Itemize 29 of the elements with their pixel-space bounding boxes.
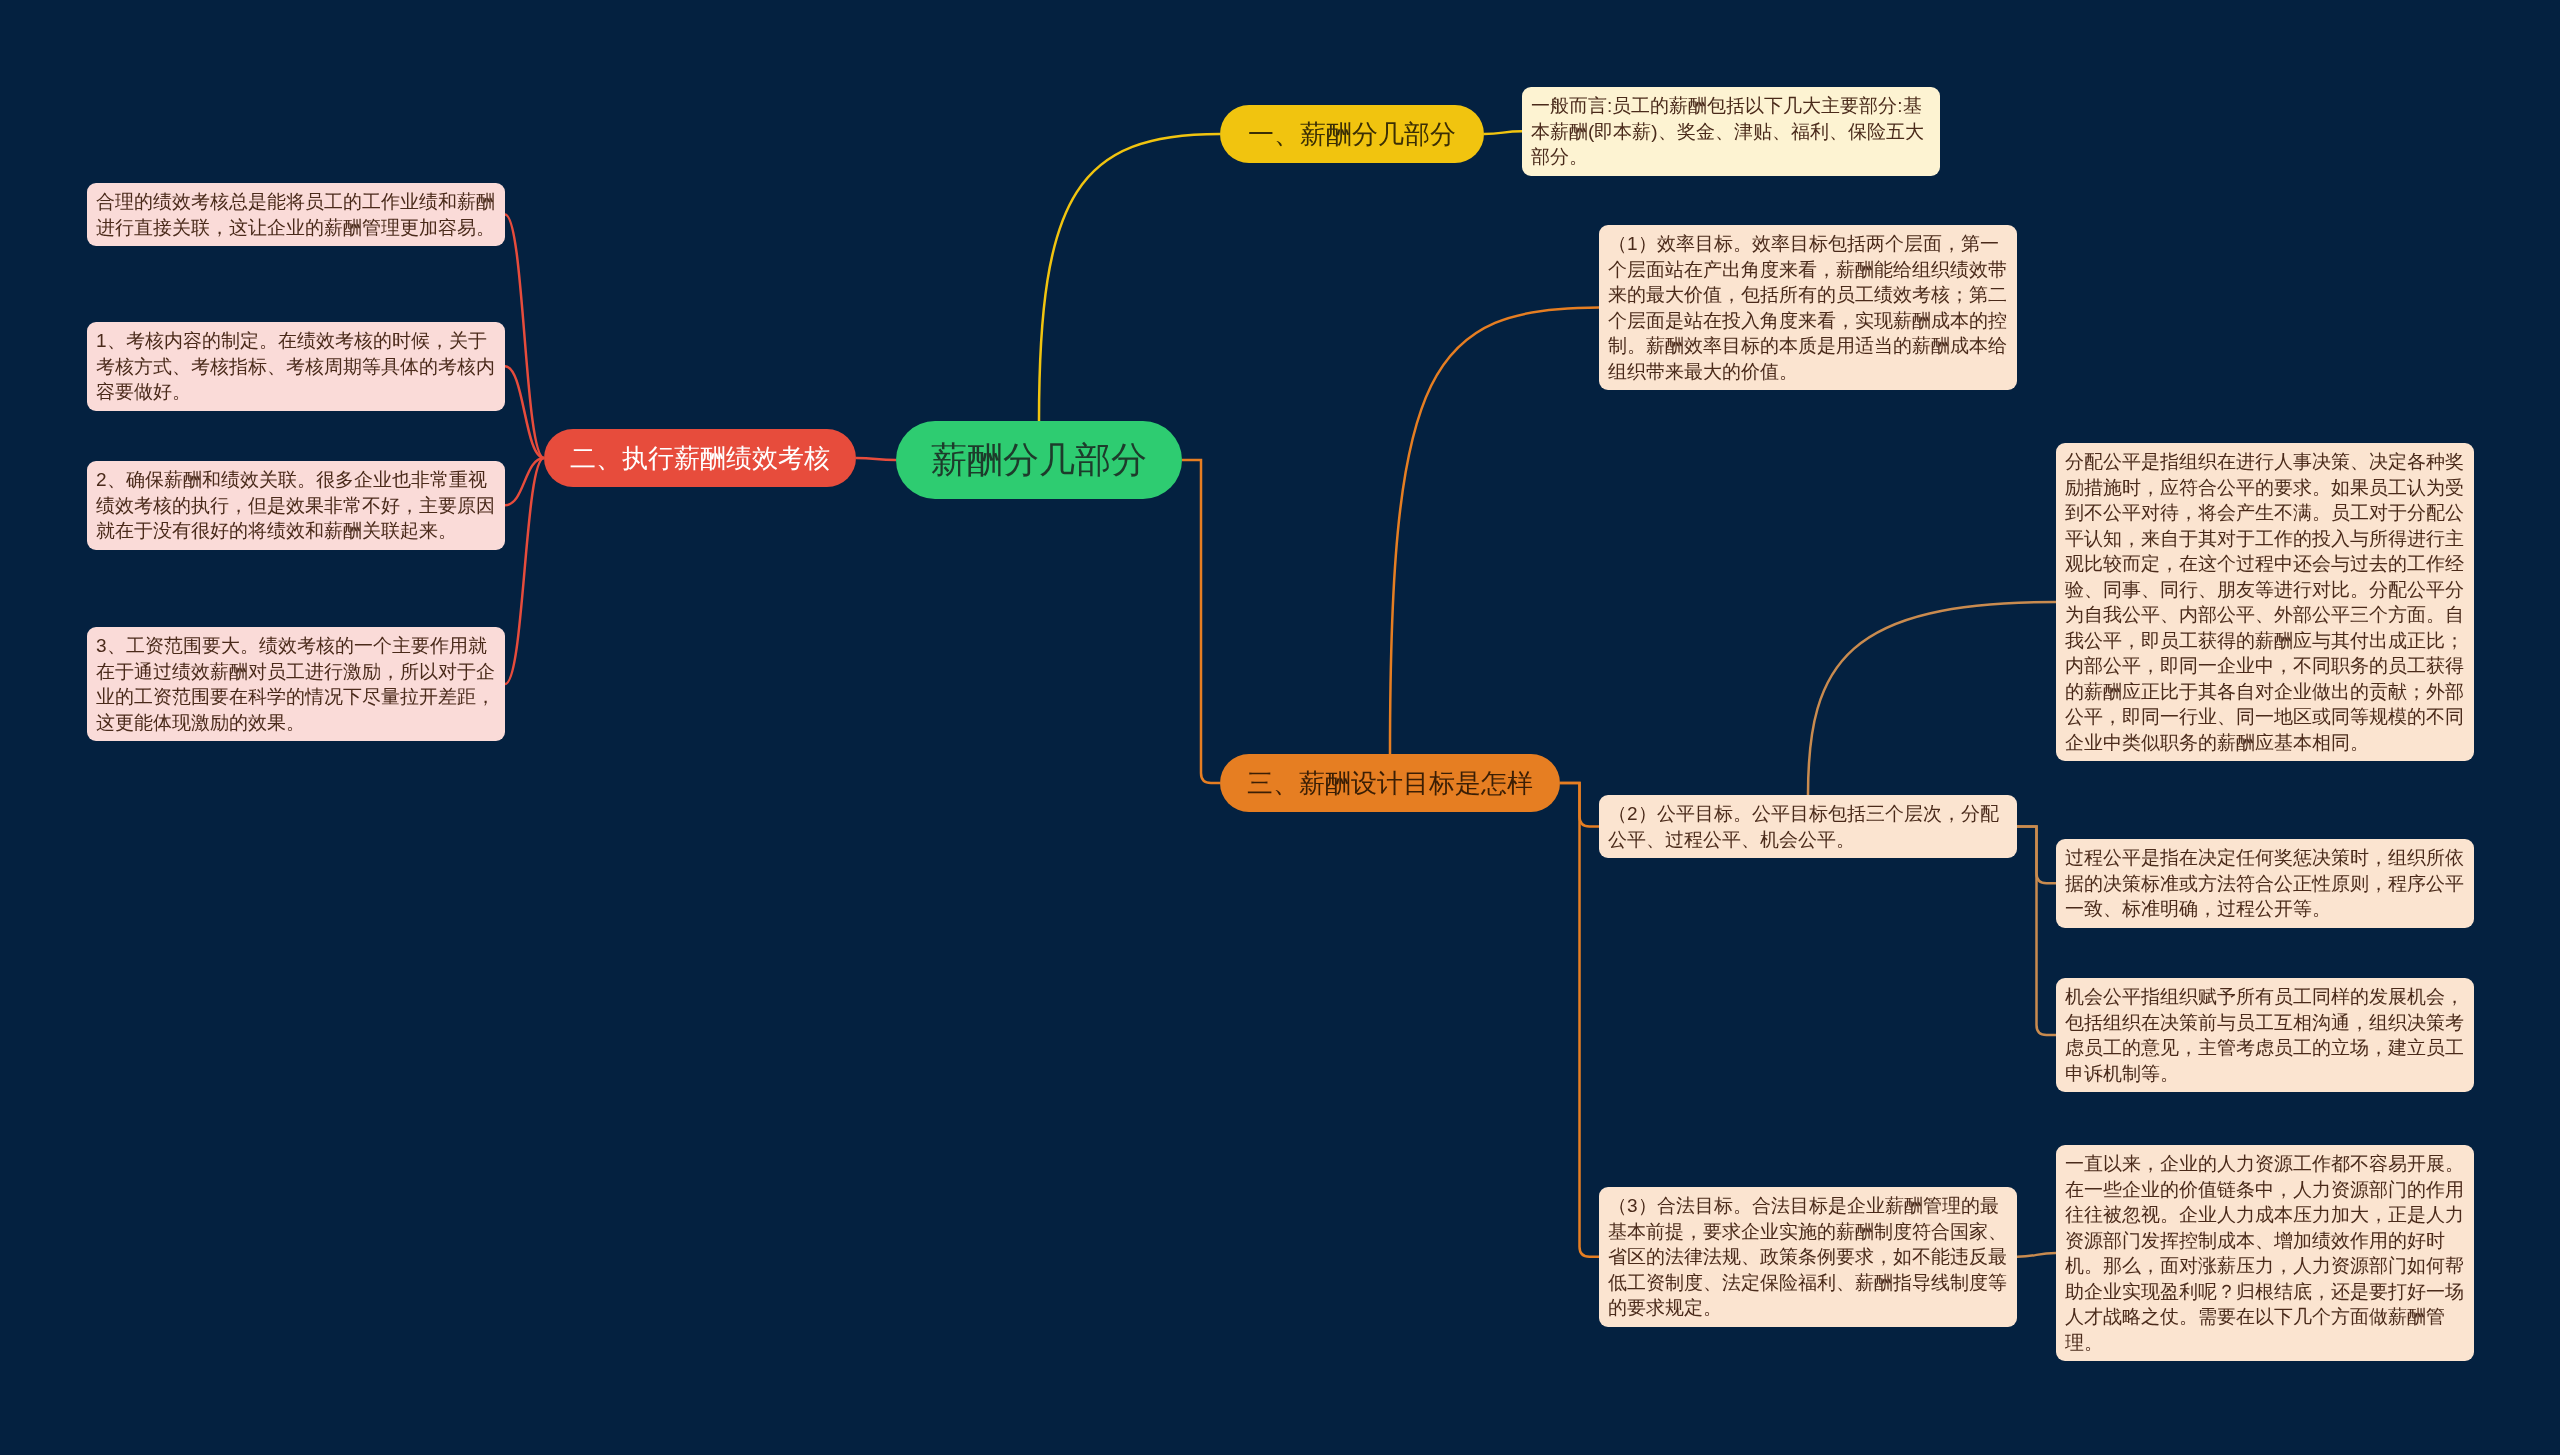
text-card: （3）合法目标。合法目标是企业薪酬管理的最基本前提，要求企业实施的薪酬制度符合国家、省区的法律法规、政策条例要求，如不能违反最低工资制度、法定保险福利、薪酬指导线制度等的要求规定。 — [1599, 1187, 2017, 1327]
branch-topic: 一、薪酬分几部分 — [1220, 105, 1484, 163]
text-card: （1）效率目标。效率目标包括两个层面，第一个层面站在产出角度来看，薪酬能给组织绩效带来的最大价值，包括所有的员工绩效考核；第二个层面是站在投入角度来看，实现薪酬成本的控制。薪酬效率目标的本质是用适当的薪酬成本给组织带来最大的价值。 — [1599, 225, 2017, 390]
connector-line — [504, 456, 545, 507]
text-card: 分配公平是指组织在进行人事决策、决定各种奖励措施时，应符合公平的要求。如果员工认为受到不公平对待，将会产生不满。员工对于分配公平认知，来自于其对于工作的投入与所得进行主观比较而定，在这个过程中还会与过去的工作经验、同事、同行、朋友等进行对比。分配公平分为自我公平、内部公平、外部公平三个方面。自我公平，即员工获得的薪酬应与其付出成正比；内部公平，即同一企业中，不同职务的员工获得的薪酬应正比于其各自对企业做出的贡献；外部公平，即同一行业、同一地区或同等规模的不同企业中类似职务的薪酬应基本相同。 — [2056, 443, 2474, 761]
connector-line — [856, 456, 896, 462]
connector-line — [1806, 600, 2057, 796]
text-card: 3、工资范围要大。绩效考核的一个主要作用就在于通过绩效薪酬对员工进行激励，所以对于企业的工资范围要在科学的情况下尽量拉开差距，这更能体现激励的效果。 — [87, 627, 505, 741]
connector-line — [504, 213, 545, 459]
text-card: 一直以来，企业的人力资源工作都不容易开展。在一些企业的价值链条中，人力资源部门的作用往往被忽视。企业人力成本压力加大，正是人力资源部门发挥控制成本、增加绩效作用的好时机。那么，面对涨薪压力，人力资源部门如何帮助企业实现盈利呢？归根结底，还是要打好一场人才战略之仗。需要在以下几个方面做薪酬管理。 — [2056, 1145, 2474, 1361]
text-card: 合理的绩效考核总是能将员工的工作业绩和薪酬进行直接关联，这让企业的薪酬管理更加容易。 — [87, 183, 505, 246]
text-card: 机会公平指组织赋予所有员工同样的发展机会，包括组织在决策前与员工互相沟通，组织决策考虑员工的意见，主管考虑员工的立场，建立员工申诉机制等。 — [2056, 978, 2474, 1092]
text-card: 2、确保薪酬和绩效关联。很多企业也非常重视绩效考核的执行，但是效果非常不好，主要原因就在于没有很好的将绩效和薪酬关联起来。 — [87, 461, 505, 550]
connector-line — [2016, 1251, 2057, 1258]
text-card: 过程公平是指在决定任何奖惩决策时，组织所依据的决策标准或方法符合公正性原则，程序公平一致、标准明确，过程公开等。 — [2056, 839, 2474, 928]
connector-line — [504, 457, 545, 685]
branch-topic: 三、薪酬设计目标是怎样 — [1220, 754, 1560, 812]
connector-line — [1484, 130, 1522, 136]
connector-line — [1037, 132, 1221, 422]
connector-line — [1560, 781, 1599, 1258]
text-card: 一般而言:员工的薪酬包括以下几大主要部分:基本薪酬(即本薪)、奖金、津贴、福利、保险五大部分。 — [1522, 87, 1940, 176]
central-topic: 薪酬分几部分 — [896, 421, 1182, 499]
text-card: 1、考核内容的制定。在绩效考核的时候，关于考核方式、考核指标、考核周期等具体的考核内容要做好。 — [87, 322, 505, 411]
connector-line — [1182, 458, 1220, 785]
connector-line — [504, 365, 545, 460]
text-card: （2）公平目标。公平目标包括三个层次，分配公平、过程公平、机会公平。 — [1599, 795, 2017, 858]
connector-line — [2017, 825, 2056, 1037]
branch-topic: 二、执行薪酬绩效考核 — [544, 429, 856, 487]
connector-line — [1388, 306, 1600, 754]
